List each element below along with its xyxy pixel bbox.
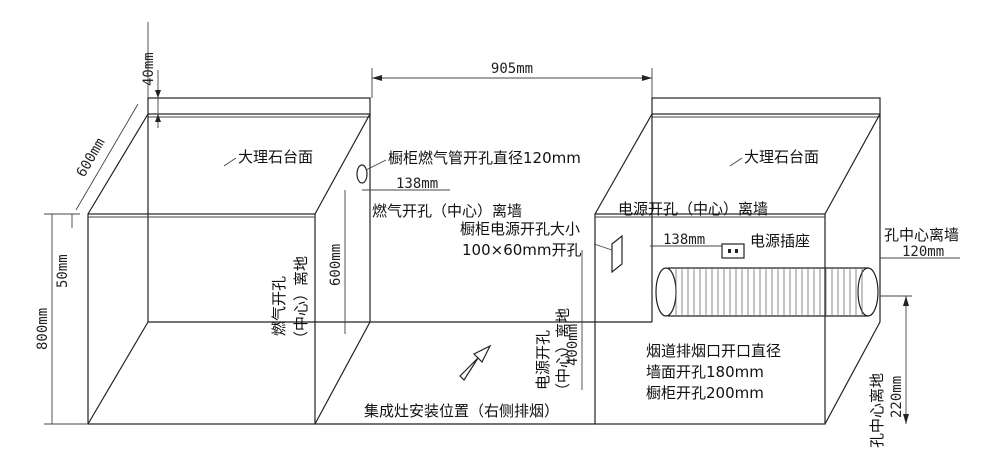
label-flue-1: 烟道排烟口开口直径 xyxy=(646,342,781,360)
label-socket: 电源插座 xyxy=(750,232,810,250)
dim-height-total: 800mm xyxy=(35,308,51,350)
dim-gas-wall-offset: 138mm xyxy=(396,176,438,192)
label-gas-center-floor-2: （中心）离地 xyxy=(292,256,310,346)
label-cabinet-power-2: 100×60mm开孔 xyxy=(462,241,582,259)
label-hole-center-wall: 孔中心离墙 xyxy=(884,226,959,244)
dim-power-wall-offset: 138mm xyxy=(663,232,705,248)
dim-hole-wall-offset: 120mm xyxy=(902,244,944,260)
right-countertop-edge xyxy=(651,97,881,115)
right-cabinet xyxy=(594,97,881,425)
dim-top-thickness: 40mm xyxy=(141,52,157,86)
label-power-center-wall: 电源开孔（中心）离墙 xyxy=(618,200,768,218)
label-flue-3: 橱柜开孔200mm xyxy=(646,384,764,402)
right-cabinet-front xyxy=(594,213,826,425)
gas-hole xyxy=(356,164,368,184)
label-power-center-floor-2: （中心）离地 xyxy=(554,308,572,398)
flue-pipe xyxy=(655,267,879,317)
socket-icon xyxy=(721,243,745,259)
label-gas-center-floor-1: 燃气开孔 xyxy=(270,276,288,336)
label-marble-left: 大理石台面 xyxy=(238,148,313,166)
label-install-position: 集成灶安装位置（右侧排烟） xyxy=(364,402,559,420)
left-cabinet xyxy=(87,97,371,425)
label-gas-pipe: 橱柜燃气管开孔直径120mm xyxy=(388,149,581,167)
dim-gap-width: 905mm xyxy=(491,61,533,77)
label-power-center-floor-1: 电源开孔 xyxy=(534,330,552,390)
left-countertop-edge xyxy=(147,97,371,115)
dim-depth: 600mm xyxy=(74,135,109,180)
left-cabinet-front xyxy=(87,213,316,425)
label-gas-center-wall: 燃气开孔（中心）离墙 xyxy=(372,202,522,220)
cabinet-power-hole xyxy=(611,234,623,274)
dim-hole-floor-height: 220mm xyxy=(889,376,905,418)
dim-edge-50: 50mm xyxy=(55,254,71,288)
dim-gas-floor-height: 600mm xyxy=(328,244,344,286)
label-marble-right: 大理石台面 xyxy=(744,148,819,166)
label-cabinet-power-1: 橱柜电源开孔大小 xyxy=(460,220,580,238)
label-hole-center-floor: 孔中心离地 xyxy=(868,373,886,448)
install-arrow-icon xyxy=(459,344,492,381)
dim-power-floor-height: 400mm xyxy=(565,324,581,366)
label-flue-2: 墙面开孔180mm xyxy=(646,363,764,381)
